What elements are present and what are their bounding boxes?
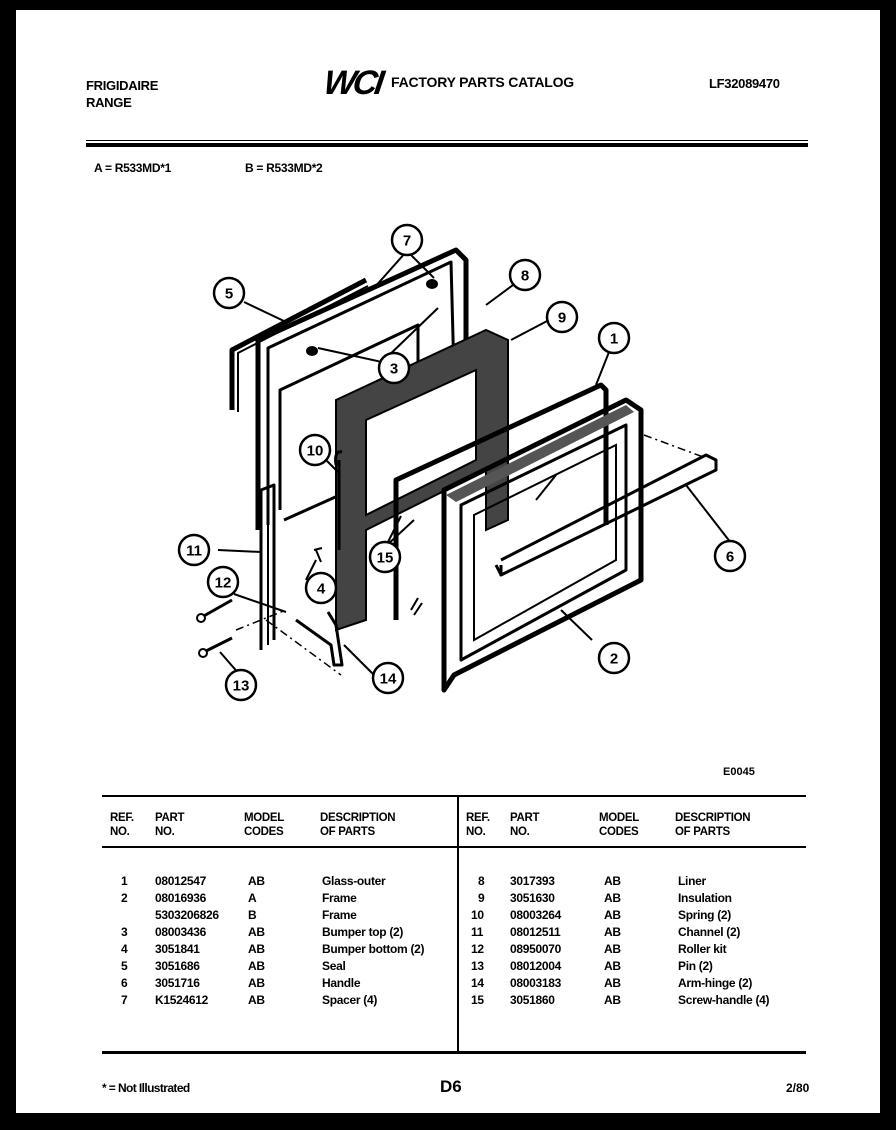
callout-14: 14 — [371, 661, 405, 695]
callout-1: 1 — [597, 321, 631, 355]
callout-15: 15 — [368, 540, 402, 574]
header-rule — [86, 143, 808, 147]
callout-3: 3 — [377, 351, 411, 385]
channel-part — [259, 483, 276, 650]
header-rule-thin — [86, 140, 808, 141]
spring-part — [334, 450, 343, 550]
svg-text:3: 3 — [390, 361, 398, 378]
svg-text:6: 6 — [726, 549, 734, 566]
not-illustrated-note: * = Not Illustrated — [102, 1081, 190, 1095]
svg-text:11: 11 — [186, 543, 202, 560]
callout-7: 7 — [390, 223, 424, 257]
table-column-divider — [457, 797, 459, 1051]
frame-part — [410, 397, 644, 693]
callout-13: 13 — [224, 668, 258, 702]
svg-text:5: 5 — [225, 286, 233, 303]
callout-10: 10 — [298, 433, 332, 467]
pin-part — [203, 636, 233, 654]
callout-8: 8 — [508, 258, 542, 292]
svg-text:4: 4 — [317, 581, 326, 598]
callout-12: 12 — [206, 565, 240, 599]
spacer-part — [426, 279, 438, 289]
model-key-b: B = R533MD*2 — [245, 161, 323, 175]
brand-block: FRIGIDAIRE RANGE — [86, 77, 158, 111]
svg-text:9: 9 — [558, 310, 566, 327]
header-ref-no: REF.NO. — [110, 812, 134, 838]
svg-text:2: 2 — [610, 651, 618, 668]
svg-text:13: 13 — [233, 678, 250, 695]
insulation-part — [335, 328, 509, 632]
page-number: D6 — [440, 1077, 462, 1096]
catalog-title: FACTORY PARTS CATALOG — [391, 74, 574, 90]
callout-6: 6 — [713, 539, 747, 573]
svg-text:10: 10 — [307, 443, 324, 460]
svg-text:15: 15 — [377, 550, 394, 567]
table-header-rule — [102, 846, 806, 848]
svg-text:12: 12 — [215, 575, 232, 592]
roller-kit-part — [201, 598, 233, 619]
catalog-page: FRIGIDAIRE RANGE WCI FACTORY PARTS CATAL… — [16, 10, 880, 1113]
product-type: RANGE — [86, 95, 132, 110]
revision-date: 2/80 — [786, 1081, 810, 1095]
table-rule-bottom — [102, 1051, 806, 1054]
catalog-number: LF32089470 — [709, 76, 780, 91]
spacer-part — [306, 346, 318, 356]
brand-name: FRIGIDAIRE — [86, 78, 159, 93]
callout-11: 11 — [177, 533, 211, 567]
exploded-door-diagram: 5 7 8 9 3 1 10 11 15 6 12 4 2 14 13 — [177, 223, 747, 702]
table-rule-top — [102, 795, 806, 797]
svg-text:1: 1 — [610, 331, 618, 348]
svg-text:7: 7 — [403, 233, 411, 250]
bumper-bottom-part — [313, 547, 323, 563]
arm-hinge-part — [295, 611, 344, 667]
callout-9: 9 — [545, 300, 579, 334]
header-ref-no-right: REF.NO. — [466, 812, 490, 838]
callout-2: 2 — [597, 641, 631, 675]
handle-part — [494, 453, 718, 577]
model-key-a: A = R533MD*1 — [94, 161, 171, 175]
svg-text:8: 8 — [521, 268, 529, 285]
figure-id: E0045 — [723, 766, 755, 778]
wci-logo: WCI — [321, 64, 384, 102]
svg-text:14: 14 — [380, 671, 397, 688]
callout-4: 4 — [304, 571, 338, 605]
callout-5: 5 — [212, 276, 246, 310]
